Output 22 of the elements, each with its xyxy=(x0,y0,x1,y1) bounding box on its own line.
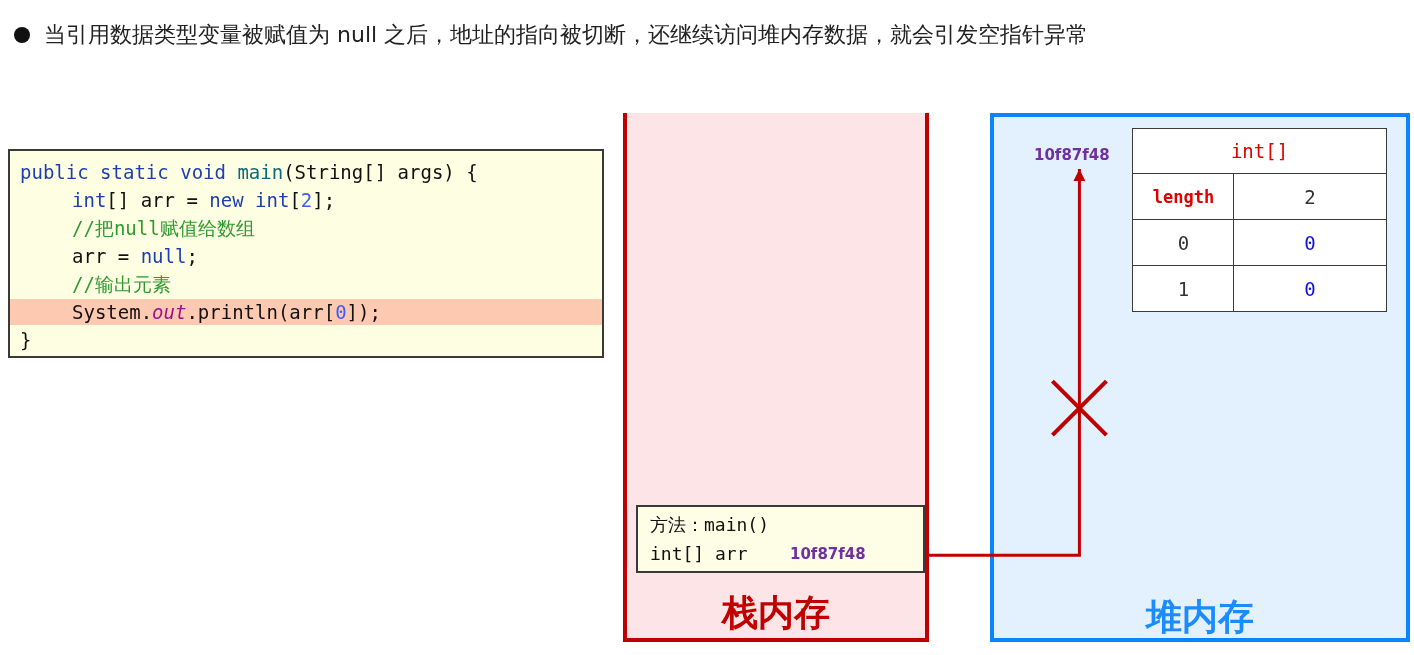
table-header-cell: int[] xyxy=(1132,128,1387,174)
address-label: 10f87f48 xyxy=(790,544,866,565)
code-line: public static void main(String[] args) { xyxy=(20,160,478,185)
address-label: 10f87f48 xyxy=(1034,143,1110,167)
variable-label: int[] arr xyxy=(650,542,748,566)
code-panel xyxy=(8,149,604,358)
method-frame-box xyxy=(636,505,925,573)
heap-memory-panel xyxy=(990,113,1410,642)
code-comment: //把null赋值给数组 xyxy=(72,216,255,241)
code-line: } xyxy=(20,328,32,353)
code-line: arr = null; xyxy=(72,244,198,269)
panel-title: 栈内存 xyxy=(720,591,831,635)
code-line: int[] arr = new int[2]; xyxy=(72,188,336,213)
table-cell: 1 xyxy=(1132,265,1235,312)
table-cell: 0 xyxy=(1233,219,1387,266)
panel-title: 堆内存 xyxy=(1144,595,1255,639)
method-label: 方法：main() xyxy=(650,513,770,537)
table-cell: 2 xyxy=(1233,173,1387,220)
code-comment: //输出元素 xyxy=(72,272,171,297)
table-cell: 0 xyxy=(1233,265,1387,312)
stack-memory-panel xyxy=(623,113,929,642)
heading: 当引用数据类型变量被赋值为 null 之后，地址的指向被切断，还继续访问堆内存数据，就会引发空指针异常 xyxy=(44,21,1089,49)
